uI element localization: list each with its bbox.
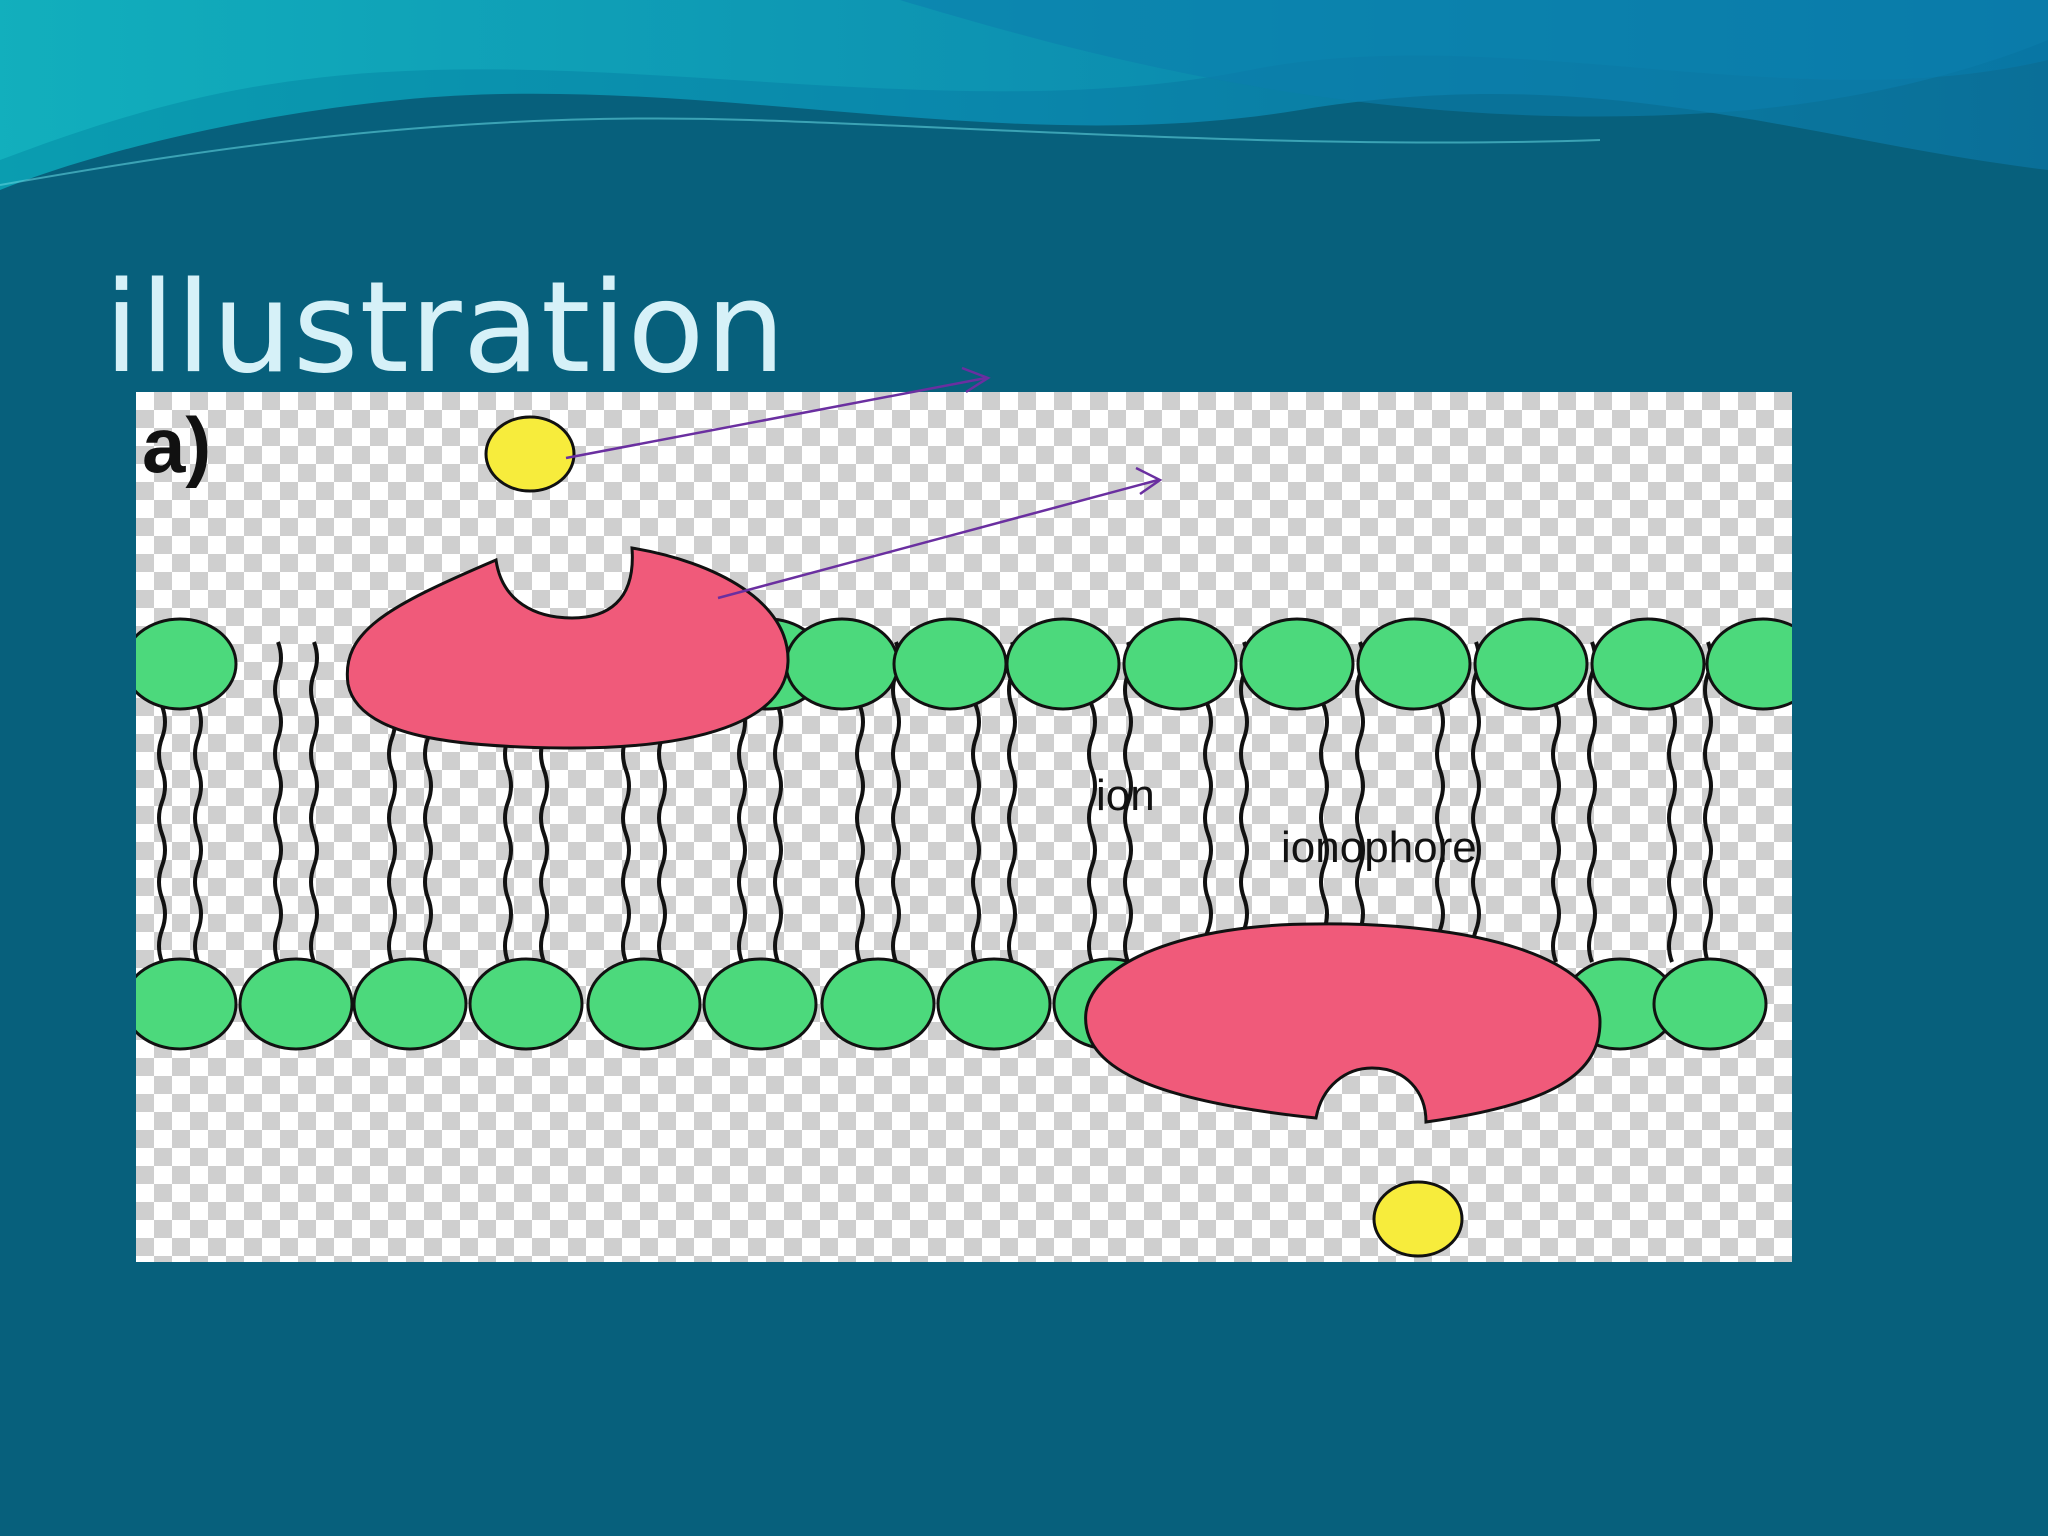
header-wave-decoration <box>0 0 2048 190</box>
ionophore-bottom <box>1084 922 1602 1124</box>
lipid-head <box>468 957 584 1051</box>
ion-label: ion <box>1096 771 1155 820</box>
lipid-tail <box>273 641 283 963</box>
ionophore-top <box>345 546 790 750</box>
lipid-head <box>702 957 818 1051</box>
lipid-head <box>136 617 238 711</box>
lipid-tail <box>1123 641 1133 963</box>
ion-top <box>484 415 576 493</box>
lipid-head <box>936 957 1052 1051</box>
lipid-tail <box>1355 641 1365 963</box>
lipid-tail <box>1239 641 1249 963</box>
lipid-tail <box>309 641 319 963</box>
ion-bottom <box>1372 1180 1464 1258</box>
lipid-tail <box>1471 641 1481 963</box>
lipid-tail <box>1007 641 1017 963</box>
lipid-head <box>1005 617 1121 711</box>
lipid-tail <box>1587 641 1597 963</box>
lipid-head <box>1652 957 1768 1051</box>
lipid-heads-top-row <box>136 617 1792 711</box>
lipid-head <box>1705 617 1792 711</box>
panel-label: a) <box>142 401 211 489</box>
lipid-tail <box>1703 641 1713 963</box>
lipid-head <box>1473 617 1589 711</box>
lipid-head <box>352 957 468 1051</box>
lipid-head <box>820 957 936 1051</box>
lipid-head <box>1239 617 1355 711</box>
lipid-head <box>1122 617 1238 711</box>
lipid-head <box>1590 617 1706 711</box>
ionophore-label: ionophore <box>1281 823 1477 872</box>
lipid-head <box>586 957 702 1051</box>
lipid-head <box>784 617 900 711</box>
ionophore-diagram: a) ion ionophore <box>136 392 1792 1262</box>
slide-title: illustration <box>104 254 787 401</box>
lipid-head <box>1356 617 1472 711</box>
lipid-tail <box>891 641 901 963</box>
lipid-head <box>136 957 238 1051</box>
membrane-figure: a) <box>136 401 1792 1258</box>
ion-arrowhead <box>961 366 991 394</box>
lipid-head <box>238 957 354 1051</box>
lipid-head <box>892 617 1008 711</box>
